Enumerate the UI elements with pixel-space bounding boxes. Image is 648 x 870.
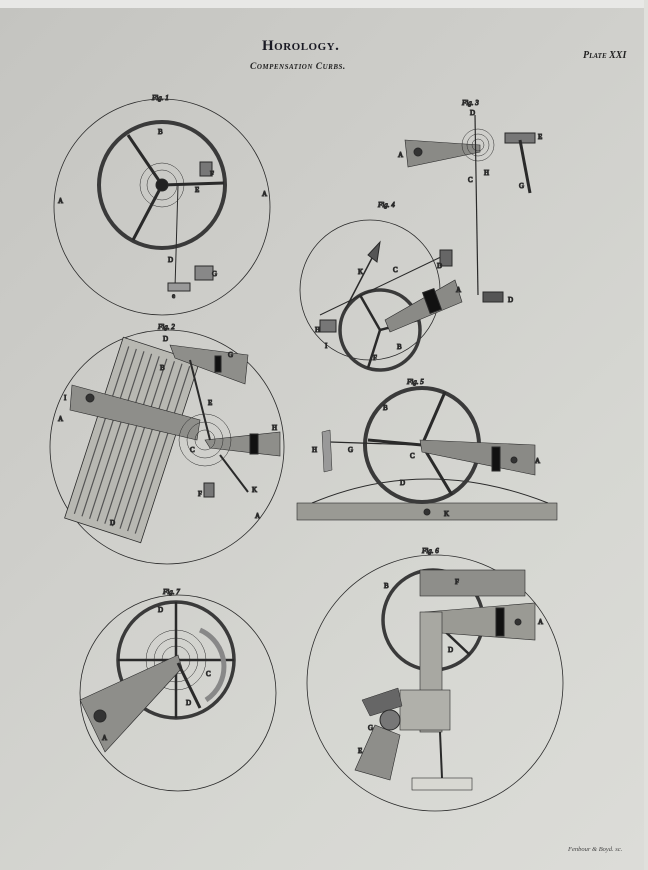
figure-label: Fig. 4 xyxy=(377,201,395,209)
figure-letter-label: D xyxy=(448,646,453,654)
figure-letter-label: D xyxy=(168,256,173,264)
paper-edge xyxy=(0,0,648,8)
figure-letter-label: H xyxy=(315,326,320,334)
figure-letter-label: G xyxy=(368,724,373,732)
figure-letter-label: F xyxy=(210,170,214,178)
figure-letter-label: C xyxy=(393,266,398,274)
plate-title: Horology. xyxy=(262,38,340,54)
figure-label: Fig. 7 xyxy=(162,588,180,596)
figure-letter-label: B xyxy=(384,582,389,590)
figure-letter-label: I xyxy=(325,342,328,350)
figure-1: Fig. 1 A A B E F D G e xyxy=(53,94,271,316)
figure-letter-label: C xyxy=(468,176,473,184)
engraver-signature: Fenbour & Boyd. sc. xyxy=(568,846,623,853)
figure-letter-label: H xyxy=(484,169,489,177)
figure-7: Fig. 7 D C A D xyxy=(79,588,277,792)
figure-letter-label: A xyxy=(255,512,260,520)
figure-letter-label: A xyxy=(535,457,540,465)
figure-letter-label: A xyxy=(262,190,267,198)
figure-letter-label: C xyxy=(206,670,211,678)
figure-letter-label: D xyxy=(437,262,442,270)
figure-letter-label: C xyxy=(410,452,415,460)
figure-letter-label: B xyxy=(160,364,165,372)
figure-letter-label: D xyxy=(110,519,115,527)
plate-number: Plate XXI xyxy=(583,50,627,61)
plate-subtitle: Compensation Curbs. xyxy=(250,62,346,72)
figure-letter-label: A xyxy=(58,197,63,205)
figure-label: Fig. 3 xyxy=(461,99,479,107)
figure-4: Fig. 4 K C D A H I F B xyxy=(299,201,463,372)
figure-letter-label: A xyxy=(102,734,107,742)
figure-label: Fig. 5 xyxy=(406,378,424,386)
figure-letter-label: H xyxy=(312,446,317,454)
figure-letter-label: A xyxy=(398,151,403,159)
figure-letter-label: A xyxy=(538,618,543,626)
figure-3: Fig. 3 D A H C E G D xyxy=(398,99,543,305)
paper-edge-right xyxy=(644,0,648,870)
figure-label: Fig. 2 xyxy=(157,323,175,331)
figure-letter-label: I xyxy=(64,394,67,402)
figure-letter-label: F xyxy=(198,490,202,498)
figure-letter-label: K xyxy=(444,510,449,518)
figure-letter-label: C xyxy=(190,446,195,454)
figure-letter-label: K xyxy=(358,268,363,276)
figure-letter-label: D xyxy=(470,109,475,117)
figure-letter-label: H xyxy=(272,424,277,432)
figure-letter-label: G xyxy=(519,182,524,190)
figure-letter-label: A xyxy=(456,286,461,294)
figure-letter-label: E xyxy=(538,133,542,141)
figure-letter-label: D xyxy=(400,479,405,487)
figure-letter-label: F xyxy=(455,578,459,586)
figure-letter-label: A xyxy=(58,415,63,423)
figure-letter-label: G xyxy=(228,351,233,359)
figure-letter-label: e xyxy=(172,292,175,300)
figure-6: Fig. 6 B F A D G E xyxy=(306,547,564,812)
figure-letter-label: G xyxy=(212,270,217,278)
figure-letter-label: E xyxy=(208,399,212,407)
figure-letter-label: E xyxy=(195,186,199,194)
figure-letter-label: K xyxy=(252,486,257,494)
figure-letter-label: D xyxy=(508,296,513,304)
figure-letter-label: B xyxy=(383,404,388,412)
figure-letter-label: F xyxy=(373,354,377,362)
figure-letter-label: B xyxy=(158,128,163,136)
figure-letter-label: B xyxy=(397,343,402,351)
figure-letter-label: G xyxy=(348,446,353,454)
figure-label: Fig. 6 xyxy=(421,547,439,555)
figure-label: Fig. 1 xyxy=(151,94,169,102)
figure-letter-label: E xyxy=(358,747,362,755)
figure-2: Fig. 2 D G B I A E H C F K D A xyxy=(49,323,285,565)
figure-letter-label: D xyxy=(186,699,191,707)
figure-letter-label: D xyxy=(158,606,163,614)
figure-letter-label: D xyxy=(163,335,168,343)
figure-5: Fig. 5 B H G C D A K xyxy=(296,378,558,521)
